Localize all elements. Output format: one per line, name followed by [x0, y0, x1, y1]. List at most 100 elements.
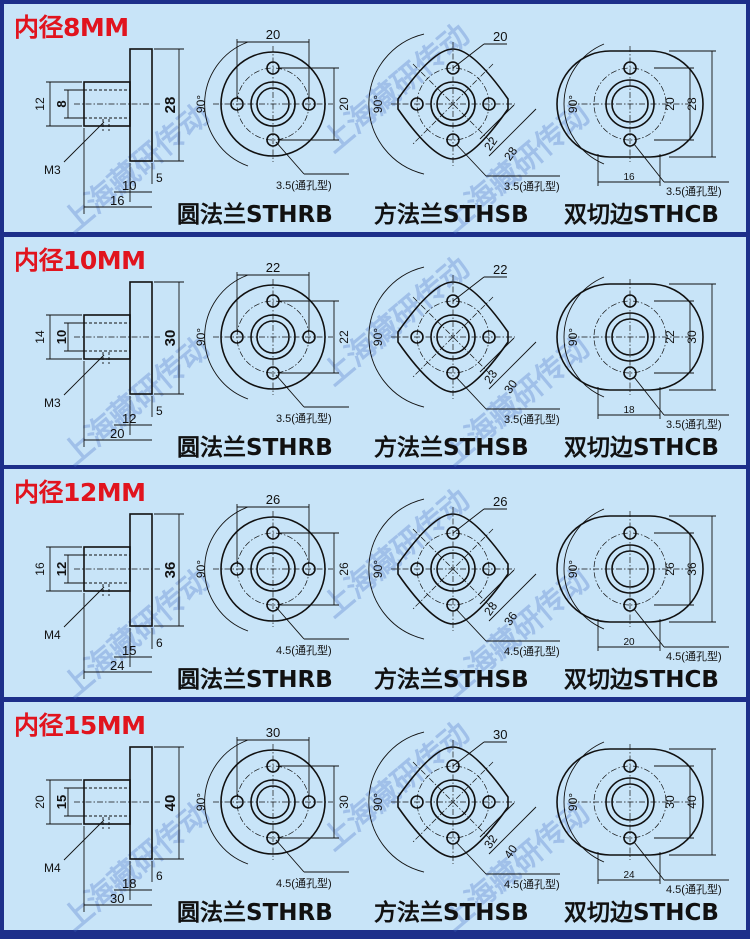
dimension-label: 15 [122, 643, 136, 658]
dimension-label: 90° [371, 560, 385, 578]
flange-type-label: 双切边STHCB [564, 202, 719, 228]
dimension-label: 24 [623, 870, 635, 881]
dimension-label: 16 [110, 193, 124, 208]
dimension-label: 12 [122, 411, 136, 426]
flange-type-label: 双切边STHCB [564, 900, 719, 926]
dimension-label: 3.5(通孔型) [666, 184, 722, 198]
dimension-label: 20 [493, 29, 507, 44]
dimension-label: 36 [685, 562, 699, 576]
dimension-label: 36 [162, 562, 179, 579]
flange-type-label: 双切边STHCB [564, 435, 719, 461]
dimension-label: M4 [44, 861, 61, 875]
dimension-label: 90° [194, 793, 208, 811]
dimension-label: 30 [685, 330, 699, 344]
dimension-label: 3.5(通孔型) [276, 178, 332, 192]
round-flange-view: 22 22 90° 3.5(通孔型) [194, 260, 351, 425]
dimension-label: M3 [44, 396, 61, 410]
dimension-label: 30 [493, 727, 507, 742]
round-flange-view: 20 20 90° 3.5(通孔型) [194, 27, 351, 192]
dimension-label: 10 [122, 178, 136, 193]
dimension-label: 4.5(通孔型) [276, 643, 332, 657]
dimension-label: 15 [54, 795, 69, 809]
dimension-label: 32 [481, 832, 500, 851]
dimension-label: 6 [156, 636, 163, 650]
dimension-label: 22 [266, 260, 280, 275]
dimension-label: 28 [685, 97, 699, 111]
dimension-label: 30 [501, 377, 520, 396]
dimension-label: 20 [623, 637, 635, 648]
dimension-label: 30 [663, 795, 677, 809]
double-cut-view: 26 36 90° 20 4.5(通孔型) [556, 508, 729, 663]
dimension-label: 20 [110, 426, 124, 441]
dimension-label: 20 [266, 27, 280, 42]
dimension-label: 4.5(通孔型) [504, 877, 560, 891]
dimension-label: 3.5(通孔型) [504, 412, 560, 426]
flange-type-label: 圆法兰STHRB [177, 900, 333, 926]
dimension-label: 26 [266, 492, 280, 507]
flange-type-label: 方法兰STHSB [374, 435, 529, 461]
dimension-label: 4.5(通孔型) [276, 876, 332, 890]
dimension-label: 3.5(通孔型) [276, 411, 332, 425]
dimension-label: 4.5(通孔型) [666, 649, 722, 663]
dimension-label: 90° [371, 328, 385, 346]
dimension-label: 90° [566, 560, 580, 578]
dimension-label: 90° [566, 328, 580, 346]
dimension-label: 90° [194, 95, 208, 113]
flange-type-label: 圆法兰STHRB [177, 667, 333, 693]
dimension-label: 40 [162, 795, 179, 812]
dimension-label: 22 [337, 330, 351, 344]
dimension-label: 18 [122, 876, 136, 891]
dimension-label: 16 [623, 172, 635, 183]
dimension-label: 16 [33, 562, 47, 576]
dimension-label: 30 [337, 795, 351, 809]
panel-title: 内径8MM [14, 13, 129, 42]
dimension-label: 5 [156, 404, 163, 418]
dimension-label: 12 [33, 97, 47, 111]
dimension-label: 90° [371, 793, 385, 811]
dimension-label: 18 [623, 405, 635, 416]
panel-title: 内径10MM [14, 246, 146, 275]
dimension-label: 26 [493, 494, 507, 509]
flange-type-label: 方法兰STHSB [374, 900, 529, 926]
flange-type-label: 方法兰STHSB [374, 667, 529, 693]
dimension-label: 24 [110, 658, 124, 673]
dimension-label: 23 [481, 367, 500, 386]
dimension-label: 26 [663, 562, 677, 576]
dimension-label: 3.5(通孔型) [504, 179, 560, 193]
dimension-label: 90° [566, 95, 580, 113]
dimension-label: 20 [33, 795, 47, 809]
dimension-label: 22 [481, 134, 500, 153]
flange-type-label: 方法兰STHSB [374, 202, 529, 228]
dimension-label: 6 [156, 869, 163, 883]
dimension-label: 14 [33, 330, 47, 344]
dimension-label: 90° [194, 328, 208, 346]
round-flange-view: 30 30 90° 4.5(通孔型) [194, 725, 351, 890]
dimension-label: 8 [54, 100, 69, 107]
dimension-label: 90° [371, 95, 385, 113]
double-cut-view: 30 40 90° 24 4.5(通孔型) [556, 741, 729, 896]
dimension-label: 30 [266, 725, 280, 740]
dimension-label: 12 [54, 562, 69, 576]
dimension-label: 40 [501, 842, 520, 861]
dimension-label: 40 [685, 795, 699, 809]
dimension-label: 4.5(通孔型) [666, 882, 722, 896]
dimension-label: 90° [566, 793, 580, 811]
dimension-label: 28 [501, 144, 520, 163]
dimension-label: 20 [337, 97, 351, 111]
